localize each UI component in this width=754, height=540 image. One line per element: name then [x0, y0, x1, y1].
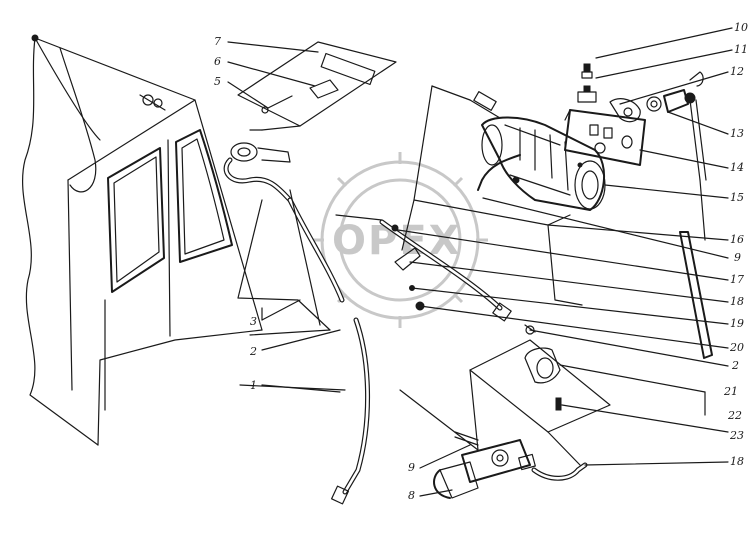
callout-13: 13 — [730, 127, 744, 140]
truck-cab — [21, 34, 263, 446]
callout-6: 6 — [214, 55, 221, 68]
hose-1 — [287, 197, 371, 505]
callout-7: 7 — [214, 35, 221, 48]
callout-18-upper: 18 — [730, 295, 744, 308]
callout-2-left: 2 — [250, 345, 257, 358]
leader-outline-left — [237, 189, 346, 391]
watermark-text: OPEX — [332, 218, 461, 264]
callout-12: 12 — [730, 65, 744, 78]
motor-detail-box — [401, 85, 606, 306]
callout-5: 5 — [214, 75, 221, 88]
callout-2-right: 2 — [732, 359, 739, 372]
callout-17: 17 — [730, 273, 744, 286]
callout-9-lower: 9 — [408, 461, 415, 474]
bracket-detail-box — [237, 41, 397, 131]
washer-pump — [433, 431, 588, 499]
mounting-bracket — [564, 63, 704, 166]
wiper-rod — [679, 99, 713, 359]
callout-21: 21 — [724, 385, 738, 398]
callout-15: 15 — [730, 191, 744, 204]
leader-lines — [227, 27, 733, 497]
callout-22: 22 — [728, 409, 742, 422]
callout-23: 23 — [730, 429, 744, 442]
callout-9-upper: 9 — [734, 251, 741, 264]
callout-19: 19 — [730, 317, 744, 330]
callout-8: 8 — [408, 489, 415, 502]
pump-detail-box — [399, 339, 611, 466]
callout-20: 20 — [730, 341, 744, 354]
callout-1: 1 — [250, 379, 257, 392]
callout-3: 3 — [250, 315, 257, 328]
callout-10: 10 — [734, 21, 748, 34]
callout-14: 14 — [730, 161, 744, 174]
callout-16: 16 — [730, 233, 744, 246]
callout-18-lower: 18 — [730, 455, 744, 468]
washer-reservoir — [223, 142, 293, 203]
callout-11: 11 — [734, 43, 748, 56]
